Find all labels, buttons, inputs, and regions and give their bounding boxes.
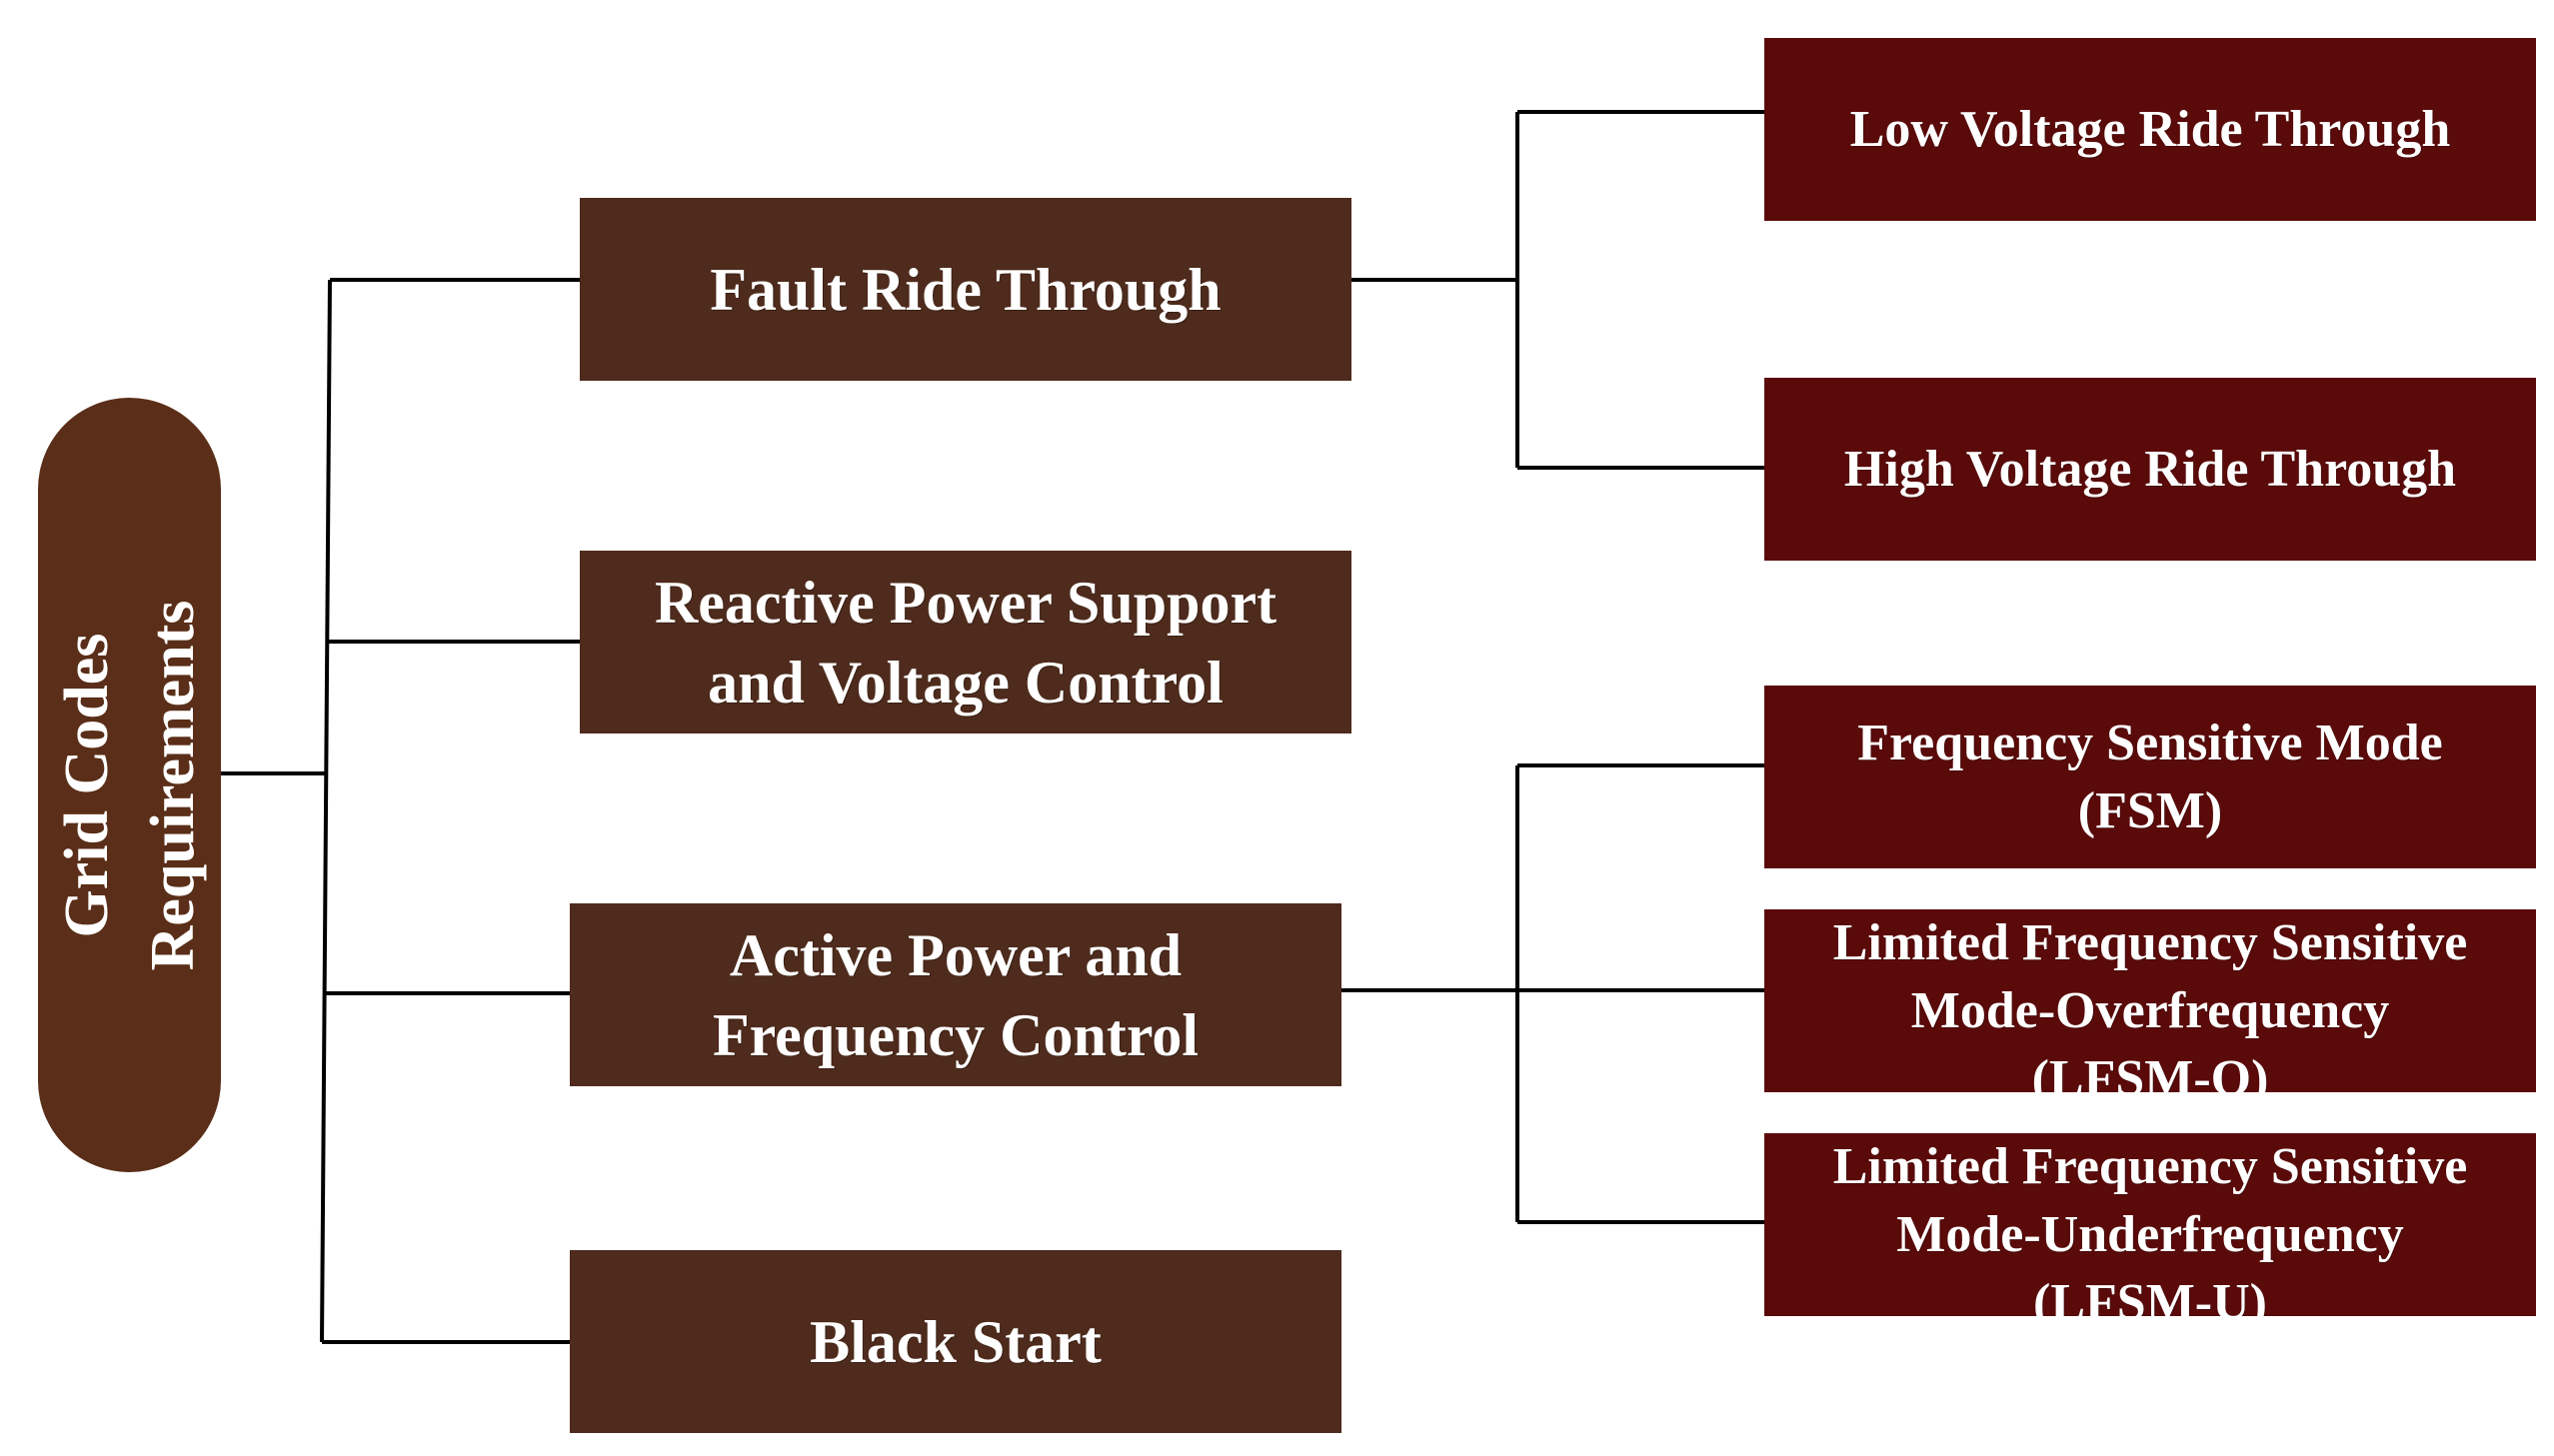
category-active-power-frequency-control: Active Power and Frequency Control — [570, 903, 1341, 1086]
subcategory-label-line-2: (FSM) — [2077, 781, 2223, 839]
subcategory-label-line-1: High Voltage Ride Through — [1843, 440, 2457, 498]
subcategory-label-line-2: Mode-Overfrequency — [1910, 982, 2390, 1039]
subcategory-label-line-1: Frequency Sensitive Mode — [1857, 714, 2443, 771]
subcategory-label-line-3: (LFSM-U) — [2033, 1274, 2267, 1316]
category-label-line-2: and Voltage Control — [708, 649, 1224, 716]
category-fault-ride-through: Fault Ride Through — [580, 198, 1351, 381]
category-label-line-1: Reactive Power Support — [654, 569, 1277, 636]
subcategory-label-line-3: (LFSM-O) — [2031, 1050, 2269, 1092]
subcategory-lfsm-overfrequency: Limited Frequency Sensitive Mode-Overfre… — [1764, 909, 2536, 1092]
category-reactive-power-support: Reactive Power Support and Voltage Contr… — [580, 551, 1351, 733]
category-label-line-1: Fault Ride Through — [710, 256, 1222, 323]
subcategory-label-line-2: Mode-Underfrequency — [1896, 1206, 2404, 1263]
subcategory-label-line-1: Limited Frequency Sensitive — [1832, 914, 2468, 971]
category-black-start: Black Start — [570, 1250, 1341, 1433]
root-label: Grid Codes Requirements — [44, 398, 216, 1172]
root-label-line-2: Requirements — [138, 600, 207, 970]
category-label-line-1: Active Power and — [729, 921, 1183, 988]
root-node-grid-codes-requirements: Grid Codes Requirements — [38, 398, 221, 1172]
subcategory-low-voltage-ride-through: Low Voltage Ride Through — [1764, 38, 2536, 221]
category-label-line-2: Frequency Control — [712, 1001, 1200, 1068]
connector-trunk-vertical — [320, 279, 332, 1343]
subcategory-frequency-sensitive-mode: Frequency Sensitive Mode (FSM) — [1764, 686, 2536, 868]
subcategory-high-voltage-ride-through: High Voltage Ride Through — [1764, 378, 2536, 561]
subcategory-label-line-1: Limited Frequency Sensitive — [1832, 1138, 2468, 1195]
root-label-line-1: Grid Codes — [52, 633, 121, 937]
subcategory-lfsm-underfrequency: Limited Frequency Sensitive Mode-Underfr… — [1764, 1133, 2536, 1316]
subcategory-label-line-1: Low Voltage Ride Through — [1849, 100, 2451, 158]
category-label-line-1: Black Start — [810, 1308, 1102, 1375]
